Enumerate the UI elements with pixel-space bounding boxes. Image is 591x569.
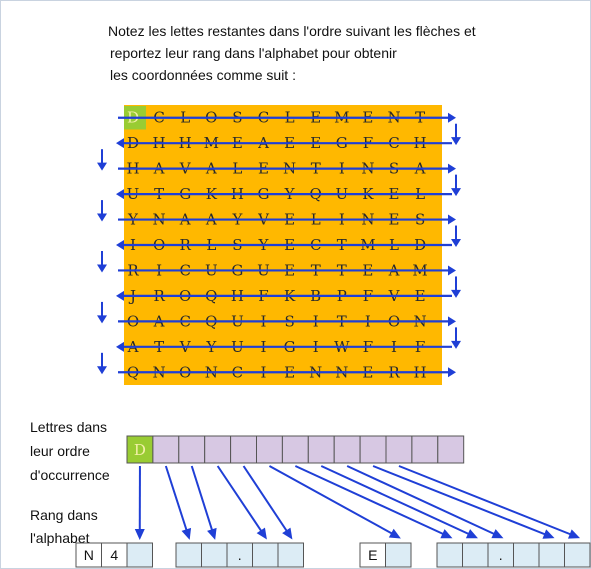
coordinate-box [201,542,228,568]
occurrence-box [178,435,206,464]
arrow-down [451,340,461,349]
mapping-arrowhead [567,529,581,539]
arrow-left [116,290,124,301]
arrow-left [116,240,124,250]
arrow-right [448,163,456,174]
mapping-arrowhead [542,529,555,539]
instructions: Notez les lettes restantes dans l'ordre … [108,20,578,86]
mapping-arrowhead [181,527,192,540]
coordinate-box [359,542,386,568]
arrow-down [451,289,461,298]
coordinate-box [513,542,540,568]
coordinate-box [538,542,565,568]
coordinate-value: . [238,547,242,563]
occurrence-first-letter: D [134,441,146,459]
coordinate-box [564,542,591,568]
mapping-arrowhead [491,529,504,539]
mapping-arrow [294,465,451,538]
occurrence-box [204,435,232,464]
occurrence-label-1: Lettres dans [30,419,108,435]
occurrence-box [126,435,154,464]
mapping-arrowhead [256,527,267,540]
coordinate-box [126,542,153,568]
arrow-left [116,189,124,200]
rang-label-1: Rang dans [30,507,98,523]
arrow-left [116,138,124,149]
arrow-down [451,188,461,197]
arrow-down [451,239,461,247]
coordinate-value: . [499,547,503,563]
mapping-arrow [398,465,578,538]
mapping-arrow [190,465,216,538]
mapping-arrow [268,465,399,538]
mapping-arrowhead [134,528,145,540]
occurrence-box [152,435,180,464]
mapping-arrowhead [388,528,401,539]
mapping-arrowhead [440,529,453,539]
mapping-arrow [346,465,502,538]
instruction-line-3: les coordonnées comme suit : [110,67,296,83]
coordinate-box [226,542,253,568]
coordinate-value: 4 [110,547,118,563]
arrow-down [97,264,107,273]
coordinate-value: N [84,547,94,563]
coordinate-box [385,542,412,568]
arrow-down [97,315,107,324]
arrow-right [448,265,456,276]
coordinate-box [436,542,463,568]
rang-label-2: l'alphabet [30,530,90,546]
arrow-right [448,316,456,327]
instruction-line-2: reportez leur rang dans l'alphabet pour … [110,45,397,61]
mapping-arrow [242,465,292,538]
occurrence-label-2: leur ordre [30,443,90,459]
coordinate-box [277,542,304,568]
arrow-down [451,137,461,146]
occurrence-box [411,435,439,464]
arrow-down [97,366,107,375]
occurrence-box [437,435,465,464]
arrow-right [448,112,456,123]
mapping-arrow [372,465,553,538]
mapping-arrow [164,465,190,538]
mapping-arrowhead [282,527,293,540]
instruction-line-1: Notez les lettes restantes dans l'ordre … [108,23,476,39]
mapping-arrowhead [465,529,478,539]
arrow-right [448,214,456,225]
occurrence-box [230,435,258,464]
mapping-arrow [320,465,476,538]
occurrence-box [281,435,309,464]
coordinate-box [175,542,202,568]
mapping-arrow [216,465,267,538]
coordinate-box [252,542,279,568]
occurrence-box [359,435,387,464]
occurrence-box [256,435,283,464]
occurrence-label-3: d'occurrence [30,467,110,483]
occurrence-box [307,435,335,464]
arrow-down [97,162,107,171]
arrow-down [97,213,107,222]
mapping-arrowhead [207,527,217,540]
coordinate-box [462,542,489,568]
arrow-left [116,341,124,352]
occurrence-box [333,435,361,464]
occurrence-box [385,435,413,464]
arrow-right [448,367,456,378]
coordinate-value: E [368,547,377,563]
